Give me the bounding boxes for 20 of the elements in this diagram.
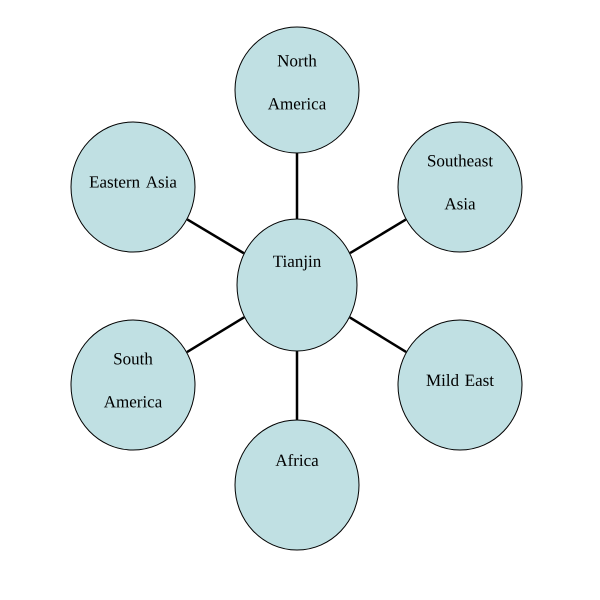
connector-line bbox=[296, 352, 298, 420]
region-circle bbox=[70, 122, 196, 252]
connector-line bbox=[349, 316, 407, 353]
region-circle bbox=[398, 122, 522, 252]
connector-line bbox=[186, 218, 244, 254]
region-circle bbox=[398, 320, 522, 450]
connector-line bbox=[349, 218, 406, 254]
region-name: Africa bbox=[275, 454, 318, 466]
connector-line bbox=[186, 316, 245, 354]
region-name: Eastern Asia bbox=[90, 176, 177, 188]
region-circle bbox=[70, 320, 196, 450]
region-name: Mild East bbox=[426, 374, 494, 386]
region-circle bbox=[234, 420, 360, 550]
region-name: North America bbox=[268, 54, 326, 110]
region-name: Tianjin bbox=[273, 256, 322, 270]
connector-line bbox=[296, 154, 298, 218]
region-circle bbox=[234, 26, 360, 154]
region-name: South America bbox=[104, 352, 162, 408]
region-circle bbox=[236, 218, 358, 352]
region-name: Southeast Asia bbox=[428, 154, 493, 210]
